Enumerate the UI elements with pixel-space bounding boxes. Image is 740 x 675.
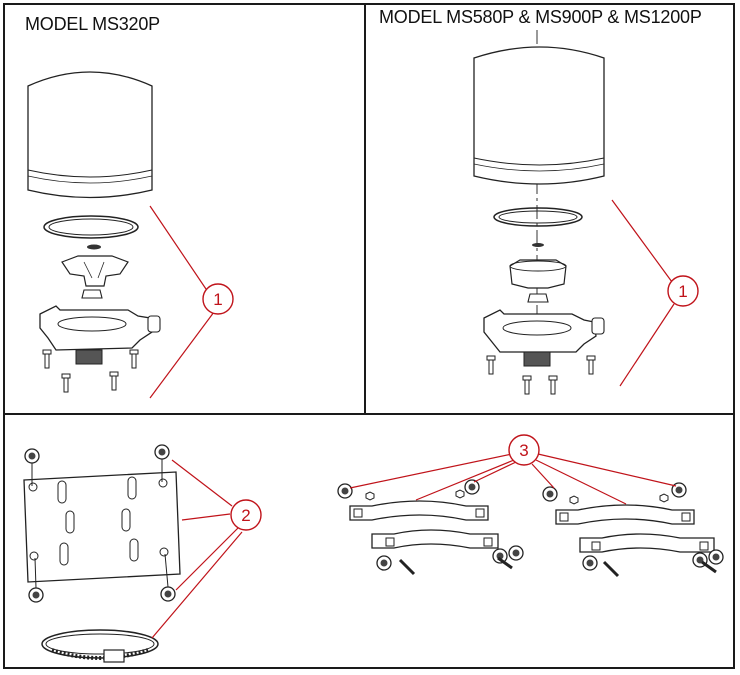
leader-line: [149, 311, 215, 399]
leader-line: [531, 463, 555, 489]
ms320p-o-ring: [43, 215, 139, 239]
svg-text:2: 2: [241, 506, 250, 525]
leader-line: [415, 459, 515, 501]
leader-line: [535, 459, 627, 505]
leader-line: [473, 461, 517, 483]
ms580p-dome-cover: [473, 46, 605, 185]
ms320p-base: [39, 305, 161, 365]
ms320p-dome-cover: [27, 71, 153, 199]
ms580p-base: [483, 309, 605, 367]
svg-text:1: 1: [213, 290, 222, 309]
bracket-set-right: [542, 482, 724, 578]
leader-line: [611, 199, 673, 283]
leader-line: [349, 453, 513, 489]
leader-line: [171, 459, 233, 507]
diagram-frame: [3, 3, 735, 669]
ms580p-nut: [527, 293, 549, 303]
hose-clamp: [41, 629, 159, 663]
leader-line: [181, 513, 231, 521]
callout-1-right: 1: [667, 275, 699, 307]
leader-line: [151, 531, 243, 639]
leader-line: [619, 303, 675, 387]
model-ms580p-ms900p-ms1200p-title: MODEL MS580P & MS900P & MS1200P: [379, 7, 702, 27]
bracket-set-left: [337, 479, 524, 576]
leader-line: [175, 527, 239, 591]
section-divider-horizontal: [3, 413, 735, 415]
svg-text:1: 1: [678, 282, 687, 301]
ms320p-nut: [81, 289, 103, 299]
model-ms320p-title: MODEL MS320P: [25, 14, 160, 34]
callout-1-left: 1: [202, 283, 234, 315]
callout-2: 2: [230, 499, 262, 531]
leader-line: [537, 453, 677, 487]
mounting-plate: [23, 471, 181, 583]
ms580p-reflector: [509, 243, 567, 289]
ms580p-o-ring: [493, 207, 583, 227]
section-divider-vertical: [364, 3, 366, 415]
plate-screws: [24, 444, 176, 603]
ms320p-reflector: [61, 244, 129, 287]
svg-text:3: 3: [519, 441, 528, 460]
leader-line: [149, 205, 209, 293]
callout-3: 3: [508, 434, 540, 466]
